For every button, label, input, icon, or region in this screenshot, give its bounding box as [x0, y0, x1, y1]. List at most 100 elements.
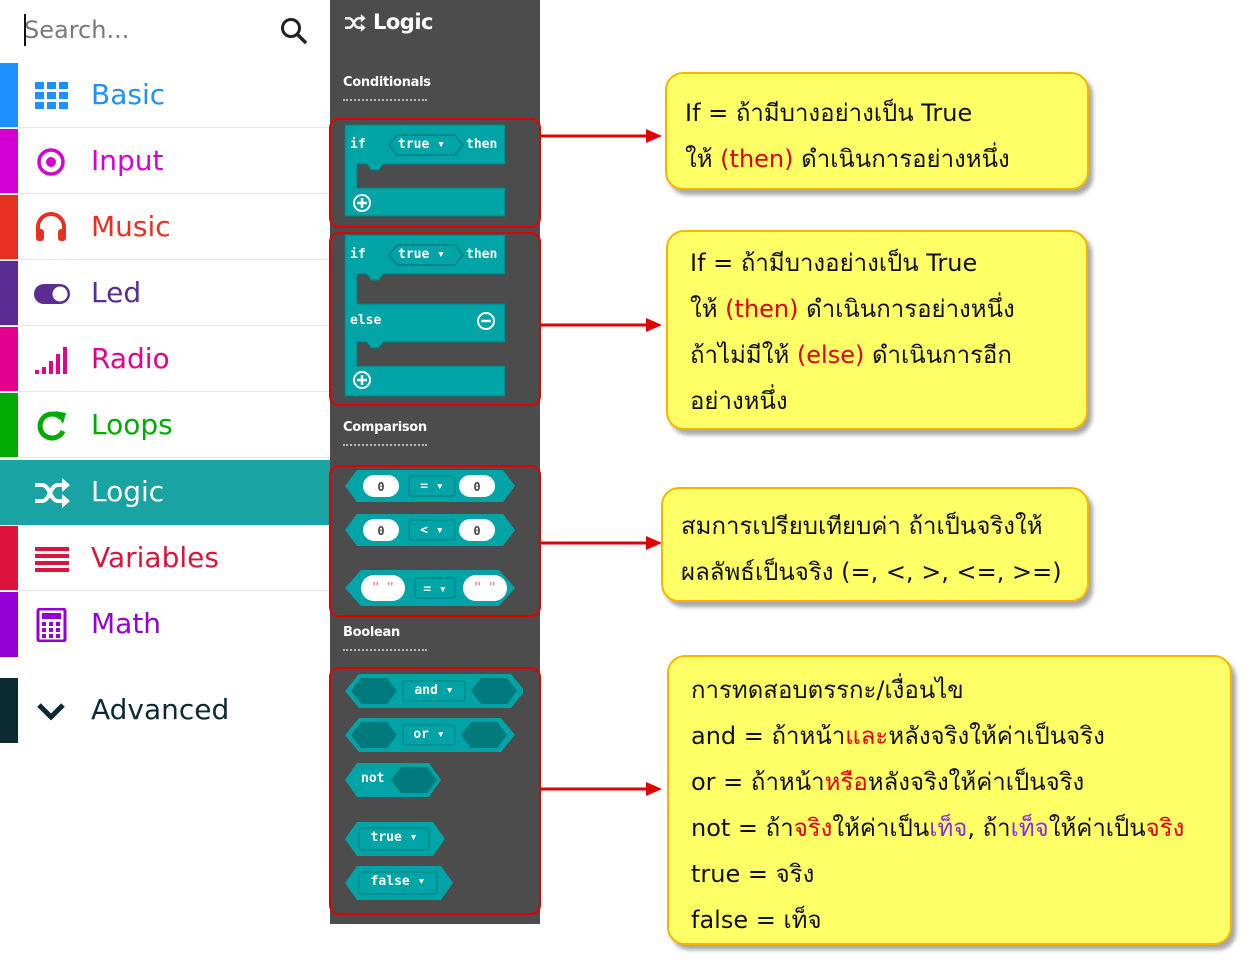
true-dropdown[interactable]: true ▾ — [370, 830, 418, 845]
refresh-icon — [37, 411, 66, 441]
category-color-strip — [0, 195, 18, 259]
operator-dropdown[interactable]: = ▾ — [423, 582, 447, 597]
boolean-blocks — [345, 674, 523, 900]
callout-comparison: สมการเปรียบเทียบค่า ถ้าเป็นจริงให้ ผลลัพ… — [661, 487, 1089, 602]
calculator-icon — [36, 608, 67, 642]
category-color-strip — [0, 327, 18, 391]
else-keyword: else — [350, 313, 382, 328]
search-box — [0, 0, 330, 60]
compare-string-block — [345, 570, 515, 606]
callout-if-then: If = ถ้ามีบางอย่างเป็น True ให้ (then) ด… — [665, 72, 1089, 190]
shuffle-icon — [345, 14, 366, 32]
section-boolean: Boolean — [343, 625, 400, 640]
or-dropdown[interactable]: or ▾ — [413, 727, 445, 742]
highlight-frame-boolean — [329, 667, 541, 915]
shuffle-icon — [35, 478, 70, 508]
comparison-blocks — [345, 470, 515, 606]
category-label: Input — [91, 144, 164, 177]
category-loops[interactable]: Loops — [0, 393, 330, 458]
callout-line: If = ถ้ามีบางอย่างเป็น True — [685, 99, 973, 127]
category-radio[interactable]: Radio — [0, 327, 330, 392]
category-sidebar: Basic Input Music Led — [0, 0, 330, 964]
category-color-strip — [0, 261, 18, 325]
if-then-block[interactable] — [343, 122, 523, 220]
palette-title: Logic — [373, 10, 434, 34]
category-label: Variables — [91, 541, 219, 574]
compare-right-value[interactable]: 0 — [473, 480, 481, 494]
callout-if-else: If = ถ้ามีบางอย่างเป็น True ให้ (then) ด… — [666, 230, 1088, 430]
category-led[interactable]: Led — [0, 261, 330, 326]
category-label: Led — [91, 276, 142, 309]
category-advanced[interactable]: Advanced — [0, 678, 330, 743]
signal-bars-icon — [35, 347, 67, 374]
category-variables[interactable]: Variables — [0, 526, 330, 591]
list-icon — [35, 547, 69, 572]
callout-line: ถ้าไม่มีให้ (else) ดำเนินการอีก — [690, 341, 1012, 369]
then-keyword: then — [466, 247, 498, 262]
and-dropdown[interactable]: and ▾ — [414, 683, 454, 698]
category-logic[interactable]: Logic — [0, 460, 330, 525]
toggle-icon — [34, 284, 70, 304]
callout-line: สมการเปรียบเทียบค่า ถ้าเป็นจริงให้ — [681, 512, 1043, 540]
callout-line: not = ถ้าจริงให้ค่าเป็นเท็จ, ถ้าเท็จให้ค… — [691, 814, 1185, 842]
category-color-strip — [0, 393, 18, 457]
if-keyword: if — [350, 247, 366, 262]
section-conditionals: Conditionals — [343, 75, 431, 90]
not-keyword: not — [361, 771, 385, 786]
category-music[interactable]: Music — [0, 195, 330, 260]
operator-dropdown[interactable]: = ▾ — [420, 479, 444, 494]
highlight-frame-comparison — [329, 465, 541, 617]
compare-left-value[interactable]: 0 — [377, 524, 385, 538]
compare-left-value[interactable]: 0 — [377, 480, 385, 494]
or-block — [345, 718, 515, 752]
category-label: Radio — [91, 342, 170, 375]
callout-boolean: การทดสอบตรรกะ/เงื่อนไข and = ถ้าหน้าและห… — [667, 655, 1232, 945]
search-input[interactable] — [22, 12, 266, 48]
callout-line: ผลลัพธ์เป็นจริง (=, <, >, <=, >=) — [681, 558, 1062, 586]
search-icon[interactable] — [279, 16, 309, 46]
text-caret — [24, 14, 26, 46]
callout-line: or = ถ้าหน้าหรือหลังจริงให้ค่าเป็นจริง — [691, 768, 1085, 796]
blocks-palette: Logic Conditionals if true ▾ then if tru… — [330, 0, 540, 924]
category-input[interactable]: Input — [0, 129, 330, 194]
callout-line: If = ถ้ามีบางอย่างเป็น True — [690, 249, 978, 277]
category-color-strip — [0, 63, 18, 127]
compare-right-string[interactable]: " " — [474, 580, 496, 594]
condition-dropdown[interactable]: true ▾ — [398, 137, 445, 152]
compare-left-string[interactable]: " " — [372, 580, 394, 594]
category-label: Basic — [91, 78, 166, 111]
section-underline — [343, 444, 427, 446]
true-block — [345, 822, 445, 856]
target-icon — [37, 148, 65, 176]
callout-line: อย่างหนึ่ง — [690, 387, 788, 415]
callout-line: ให้ (then) ดำเนินการอย่างหนึ่ง — [690, 295, 1015, 323]
category-color-strip — [0, 592, 18, 657]
headphones-icon — [36, 212, 66, 241]
category-color-strip — [0, 678, 18, 743]
grid-icon — [35, 82, 68, 109]
section-underline — [343, 649, 427, 651]
callout-line: true = จริง — [691, 860, 815, 888]
callout-line: ให้ (then) ดำเนินการอย่างหนึ่ง — [685, 145, 1010, 173]
chevron-down-icon — [37, 703, 65, 721]
if-keyword: if — [350, 137, 366, 152]
section-underline — [343, 99, 427, 101]
if-then-else-block[interactable] — [343, 232, 523, 400]
category-math[interactable]: Math — [0, 592, 330, 657]
callout-line: false = เท็จ — [691, 906, 822, 934]
compare-right-value[interactable]: 0 — [473, 524, 481, 538]
highlight-frame-if — [329, 118, 541, 228]
false-dropdown[interactable]: false ▾ — [370, 874, 426, 889]
callout-line: and = ถ้าหน้าและหลังจริงให้ค่าเป็นจริง — [691, 722, 1105, 750]
highlight-frame-if-else — [329, 232, 541, 406]
category-label: Logic — [91, 475, 165, 508]
category-label: Math — [91, 607, 162, 640]
false-block — [345, 866, 453, 900]
condition-dropdown[interactable]: true ▾ — [398, 247, 445, 262]
category-basic[interactable]: Basic — [0, 63, 330, 128]
operator-dropdown[interactable]: < ▾ — [420, 523, 444, 538]
category-label: Loops — [91, 408, 173, 441]
and-block — [345, 674, 523, 708]
compare-less-block — [345, 514, 515, 546]
